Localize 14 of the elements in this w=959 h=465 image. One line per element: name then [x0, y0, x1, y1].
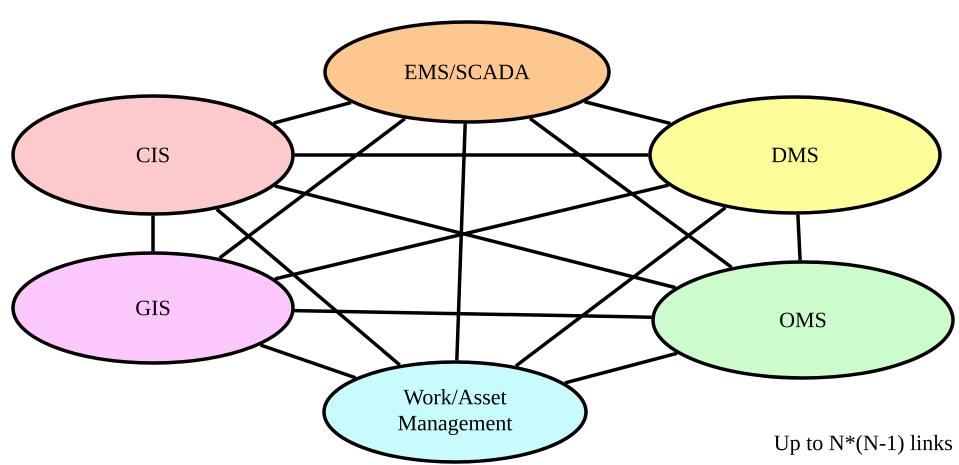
connector-line: [294, 308, 652, 319]
connector-line: [151, 216, 155, 252]
connector-line: [260, 343, 356, 380]
connector-line: [796, 214, 802, 260]
connector-line: [584, 100, 671, 126]
connector-line: [514, 206, 726, 368]
connector-line: [564, 352, 678, 385]
connector-line: [218, 117, 406, 260]
connector-line: [294, 153, 648, 157]
connector-line: [273, 100, 352, 125]
note-text: Up to N*(N-1) links: [774, 434, 952, 455]
connector-line: [528, 117, 733, 269]
connector-line: [455, 124, 467, 360]
connector-line: [216, 208, 401, 366]
